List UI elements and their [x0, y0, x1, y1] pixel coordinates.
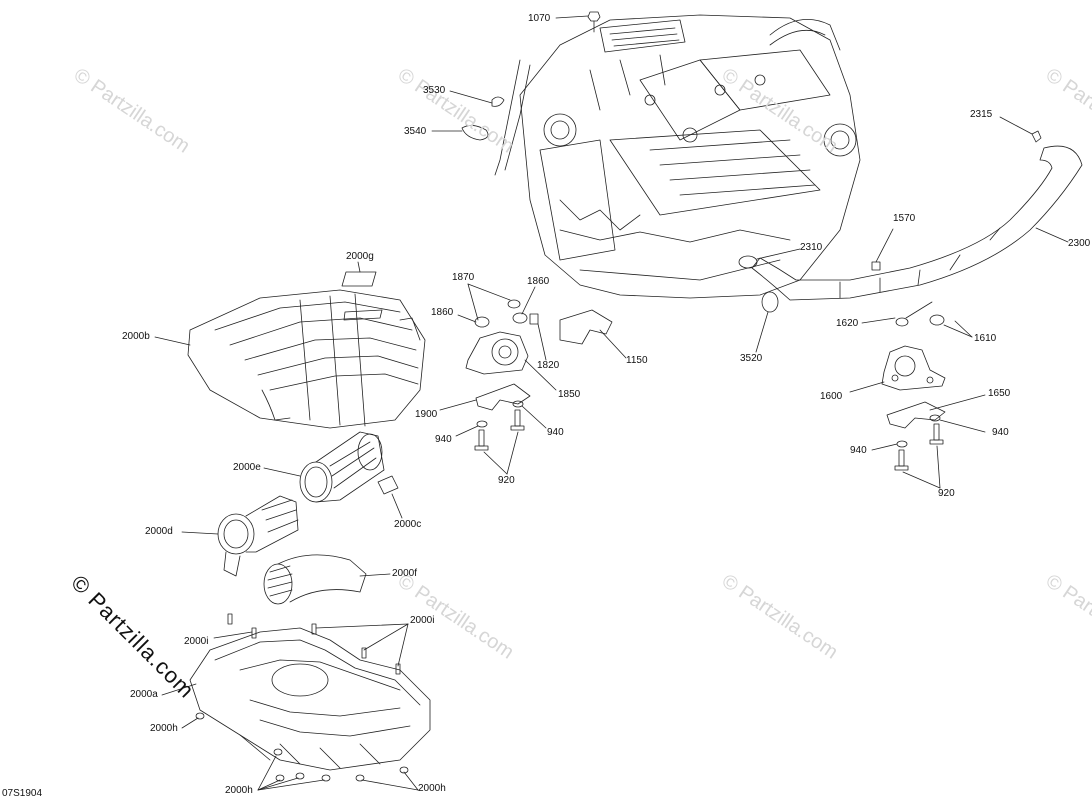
- intake-base-2000a: [189, 627, 431, 771]
- label-1150: 1150: [626, 355, 648, 366]
- label-2000b: 2000b: [122, 331, 150, 342]
- label-940-right-b: 940: [992, 427, 1009, 438]
- label-920: 920: [498, 475, 515, 486]
- plate-1150: [559, 309, 613, 345]
- label-1860-a: 1860: [431, 307, 454, 318]
- plate-1900: [475, 383, 531, 411]
- washer-1860a: [474, 316, 490, 328]
- label-2000h-b: 2000h: [225, 785, 253, 796]
- nut-1870: [507, 299, 521, 309]
- label-2000e: 2000e: [233, 462, 261, 473]
- label-2315: 2315: [970, 109, 993, 120]
- label-2000h-a: 2000h: [150, 723, 178, 734]
- label-3530: 3530: [423, 85, 446, 96]
- label-940-b: 940: [547, 427, 564, 438]
- label-1820: 1820: [537, 360, 560, 371]
- bolts-2000i: [227, 613, 401, 675]
- grommets-2000h: [195, 712, 409, 782]
- label-1650: 1650: [988, 388, 1011, 399]
- bolt-1570: [871, 261, 881, 271]
- intake-duct-2000e: [299, 431, 385, 503]
- nut-1620: [895, 317, 909, 327]
- label-940-a: 940: [435, 434, 452, 445]
- label-1850: 1850: [558, 389, 581, 400]
- decal-2000g: [341, 271, 377, 287]
- label-2000d: 2000d: [145, 526, 173, 537]
- label-3520: 3520: [740, 353, 763, 364]
- label-1570: 1570: [893, 213, 916, 224]
- label-920-right: 920: [938, 488, 955, 499]
- label-1070: 1070: [528, 13, 551, 24]
- intake-hose-2000f: [263, 554, 367, 605]
- engine-mount-1850: [465, 331, 529, 375]
- label-1600: 1600: [820, 391, 843, 402]
- label-2300: 2300: [1068, 238, 1091, 249]
- plate-1650: [886, 401, 946, 429]
- label-2000g: 2000g: [346, 251, 374, 262]
- label-1860-b: 1860: [527, 276, 550, 287]
- label-2000c: 2000c: [394, 519, 422, 530]
- label-2000i-a: 2000i: [184, 636, 209, 647]
- washer-1860b: [512, 312, 528, 324]
- label-2000i-b: 2000i: [410, 615, 435, 626]
- label-3540: 3540: [404, 126, 427, 137]
- label-1870: 1870: [452, 272, 475, 283]
- bolt-1820: [529, 313, 539, 325]
- clamp-2310: [738, 255, 758, 269]
- label-1620: 1620: [836, 318, 859, 329]
- label-2310: 2310: [800, 242, 823, 253]
- intake-duct-2000d: [217, 495, 299, 577]
- intake-cover-2000b: [187, 289, 426, 429]
- engine-assembly: [494, 14, 861, 299]
- bolt-1070: [587, 11, 601, 33]
- clamp-3520: [761, 291, 779, 313]
- label-1900: 1900: [415, 409, 438, 420]
- fitting-2000c: [377, 475, 399, 495]
- clip-3530: [491, 96, 505, 107]
- label-1610: 1610: [974, 333, 997, 344]
- diagram-code: 07S1904: [2, 788, 43, 799]
- engine-mount-1600: [881, 345, 946, 391]
- hose-2300: [751, 116, 1083, 301]
- washer-1610: [929, 314, 945, 326]
- label-2000a: 2000a: [130, 689, 158, 700]
- gasket-3540: [461, 125, 489, 141]
- label-2000h-c: 2000h: [418, 783, 446, 794]
- label-940-right-a: 940: [850, 445, 867, 456]
- label-2000f: 2000f: [392, 568, 418, 579]
